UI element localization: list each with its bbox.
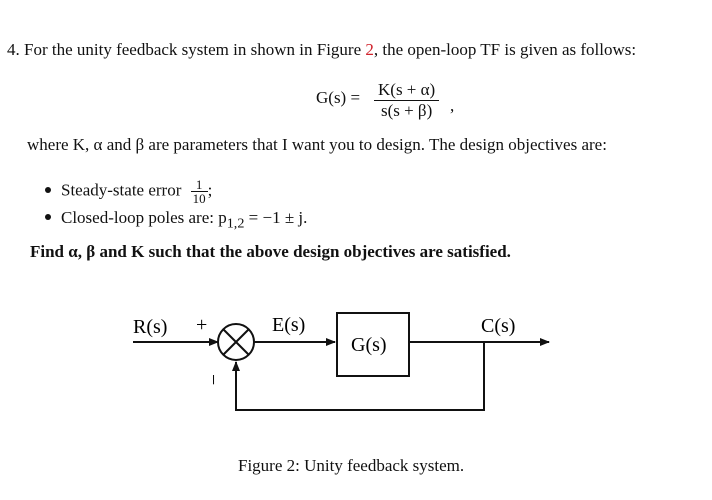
objective-poles: Closed-loop poles are: p1,2 = −1 ± j.: [45, 208, 307, 232]
figure-reference-link[interactable]: 2: [365, 40, 374, 59]
equation-denominator: s(s + β): [374, 100, 440, 121]
equation-numerator: K(s + α): [378, 80, 436, 99]
where-paragraph: where K, α and β are parameters that I w…: [27, 135, 607, 154]
poles-subscript: 1,2: [226, 215, 245, 232]
bullet-icon: [45, 186, 51, 193]
error-frac-num: 1: [195, 177, 203, 192]
question-number: 4.: [7, 40, 20, 59]
question-text-start: For the unity feedback system in shown i…: [24, 40, 366, 59]
question-text-end: , the open-loop TF is given as follows:: [373, 40, 637, 59]
plus-sign: +: [196, 314, 207, 336]
equation-fraction: K(s + α) s(s + β): [374, 80, 440, 121]
bullet-icon: [45, 214, 51, 221]
feedback-path: [232, 342, 485, 411]
error-fraction: 1 10: [190, 177, 208, 206]
junction-cross-b: [222, 328, 250, 356]
figure-caption: Figure 2: Unity feedback system.: [238, 456, 465, 475]
equation-lhs: G(s) =: [316, 88, 361, 107]
find-statement: Find α, β and K such that the above desi…: [30, 242, 511, 261]
minus-sign: −: [202, 374, 224, 385]
poles-label: Closed-loop poles are: p: [61, 208, 227, 227]
objective-steady-state: Steady-state error 1 10 ;: [45, 178, 212, 205]
poles-value: = −1 ± j.: [244, 208, 308, 227]
error-label: E(s): [272, 314, 305, 336]
equation-comma: ,: [450, 96, 455, 115]
question-statement: 4. For the unity feedback system in show…: [7, 40, 636, 60]
input-label: R(s): [133, 316, 167, 338]
plant-block: [336, 312, 410, 377]
output-label: C(s): [481, 315, 515, 337]
error-frac-den: 10: [190, 191, 208, 206]
objective-label: Steady-state error: [61, 180, 182, 200]
objective-suffix: ;: [207, 180, 213, 200]
block-label: G(s): [351, 334, 387, 356]
